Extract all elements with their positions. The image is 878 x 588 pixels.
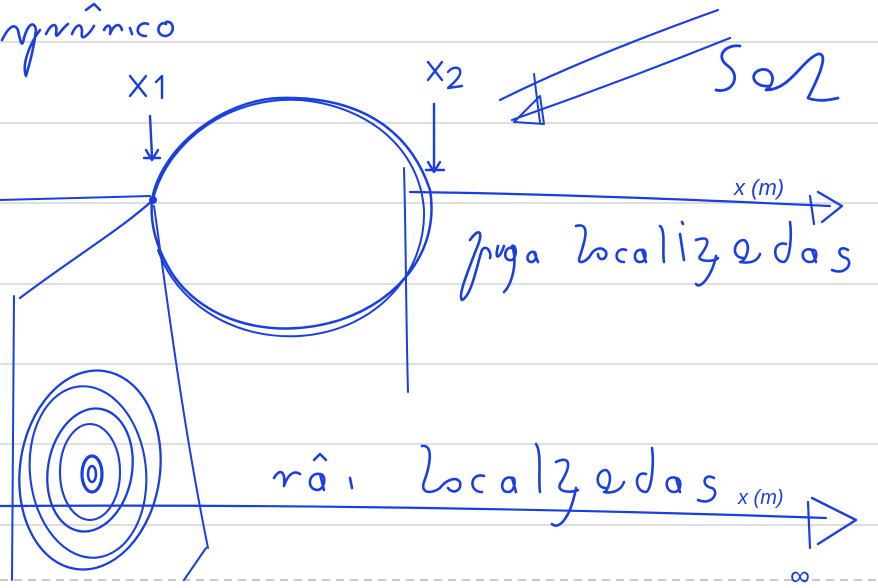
left-vertical-line	[11, 295, 15, 581]
word-sol: Sol	[720, 53, 778, 97]
marker-x1	[128, 74, 164, 162]
top-axis-arrowhead	[816, 190, 844, 224]
word-sol-S-ink	[714, 44, 742, 92]
left-horizontal-line	[0, 195, 151, 201]
title-fragment: nfrância	[2, 9, 125, 44]
sun-ray-upper	[498, 8, 720, 102]
top-axis-label: x (m)	[733, 175, 784, 200]
marker-x2	[424, 60, 464, 174]
top-axis-tick	[808, 194, 816, 226]
caption-bottom: não localizadas	[270, 462, 504, 500]
caption-top-ink	[459, 220, 851, 302]
infinity-symbol: ∞	[790, 560, 810, 588]
caption-bottom-ink	[272, 442, 717, 527]
caption-top: fraga localizada	[462, 232, 700, 270]
right-vertical-line	[403, 167, 409, 393]
handwritten-words: Sol x (m) fraga localizada	[2, 9, 851, 588]
ink-strokes	[0, 2, 858, 581]
label-x2: x2	[426, 63, 451, 87]
bottom-axis-tick	[806, 500, 812, 550]
title-fragment-ink	[0, 2, 175, 78]
descending-line	[153, 205, 209, 549]
bottom-axis-line	[0, 504, 828, 520]
label-x1: x1	[128, 77, 153, 101]
diagonal-line	[18, 198, 155, 300]
bottom-connector-line	[183, 547, 207, 581]
bottom-axis-label: x (m)	[737, 487, 784, 509]
sun-ray-mark	[533, 73, 541, 123]
sun-ray-triangle	[513, 95, 545, 125]
concentric-circles	[18, 369, 162, 571]
word-sol-ol-ink	[752, 52, 840, 102]
top-axis-line	[408, 190, 832, 208]
orbit-ellipse	[150, 96, 433, 330]
ruled-lines	[0, 41, 878, 581]
bottom-axis-arrowhead	[810, 496, 858, 546]
orbit-ellipse-overstroke	[153, 98, 426, 338]
